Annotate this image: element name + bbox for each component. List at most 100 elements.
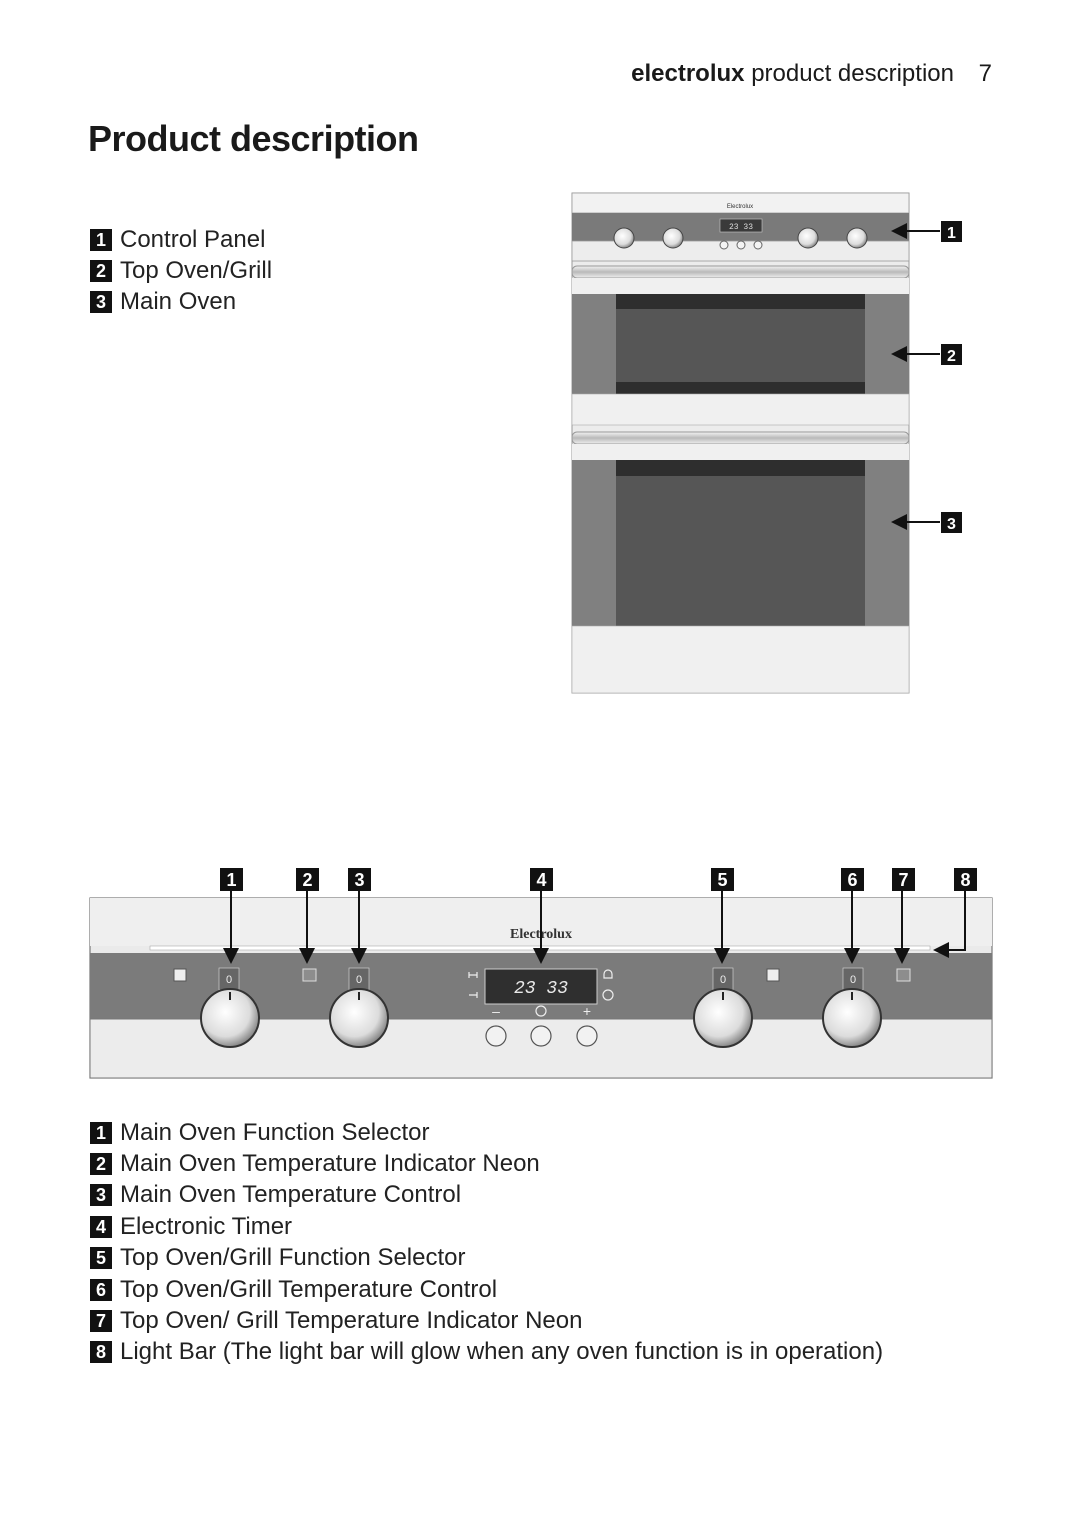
callout-badge xyxy=(941,221,962,242)
mini-button-icon xyxy=(719,240,729,250)
knob-zero-label: 0 xyxy=(720,974,726,986)
callout-number: 2 xyxy=(947,348,956,365)
legend-item: 7 Top Oven/ Grill Temperature Indicator N… xyxy=(90,1305,883,1336)
top-oven-kick xyxy=(571,393,910,426)
legend-item: 3 Main Oven Temperature Control xyxy=(90,1180,883,1211)
running-header: electrolux product description 7 xyxy=(631,60,992,88)
callout-number: 2 xyxy=(302,870,312,890)
clock-icon xyxy=(602,989,614,1001)
header-brand: electrolux xyxy=(631,60,745,87)
legend-label: Main Oven Temperature Control xyxy=(120,1181,462,1209)
bell-icon xyxy=(603,969,613,979)
grill-function-icon xyxy=(766,968,780,982)
timer-display xyxy=(484,968,598,1005)
legend-label: Top Oven/Grill xyxy=(120,257,273,285)
legend-item: 2 Main Oven Temperature Indicator Neon xyxy=(90,1148,883,1179)
main-oven-window-top xyxy=(616,460,865,476)
callout-badge xyxy=(941,512,962,533)
knob-zero-label: 0 xyxy=(850,974,856,986)
legend-label: Control Panel xyxy=(120,225,266,253)
main-oven-door-top xyxy=(572,444,909,460)
number-badge: 6 xyxy=(90,1278,112,1301)
main-oven-base xyxy=(571,625,910,694)
oven-parts-legend: 1 Control Panel 2 Top Oven/Grill 3 Main … xyxy=(90,224,272,318)
callout-number: 3 xyxy=(354,870,364,890)
top-oven-temperature-knob xyxy=(822,988,882,1048)
number-badge: 2 xyxy=(90,1153,112,1176)
number-badge: 3 xyxy=(90,1184,112,1207)
timer-minus-button xyxy=(485,1025,507,1047)
mini-timer-text: 23 33 xyxy=(729,223,753,232)
number-badge: 5 xyxy=(90,1247,112,1270)
callout-number: 4 xyxy=(536,870,546,890)
callout-arrow xyxy=(933,891,966,958)
callout-badge xyxy=(296,868,319,891)
callout-number: 1 xyxy=(947,225,956,242)
legend-label: Main Oven xyxy=(120,288,237,316)
legend-label: Top Oven/ Grill Temperature Indicator Ne… xyxy=(120,1307,583,1335)
top-oven-window-bottom xyxy=(616,382,865,394)
callout-badge xyxy=(220,868,243,891)
legend-label: Main Oven Function Selector xyxy=(120,1118,430,1146)
callout-badge xyxy=(348,868,371,891)
timer-plus-label: + xyxy=(583,1003,591,1019)
oven-logo: Electrolux xyxy=(727,204,753,210)
timer-minus-label: – xyxy=(492,1003,500,1019)
legend-item: 5 Top Oven/Grill Function Selector xyxy=(90,1243,883,1274)
thermometer-icon xyxy=(896,968,911,982)
mini-knob-icon xyxy=(797,227,819,249)
number-badge: 4 xyxy=(90,1215,112,1238)
panel-callouts: 1 2 3 4 5 6 7 8 xyxy=(220,868,977,891)
callout-number: 5 xyxy=(717,870,727,890)
oven-front-diagram: Electrolux 23 33 1 2 3 xyxy=(571,192,962,694)
header-section: product description xyxy=(751,60,954,87)
legend-label: Top Oven/Grill Temperature Control xyxy=(120,1275,498,1303)
legend-item: 1 Main Oven Function Selector xyxy=(90,1117,883,1148)
number-badge: 3 xyxy=(90,291,112,314)
legend-item: 2 Top Oven/Grill xyxy=(90,255,272,286)
mini-button-icon xyxy=(736,240,746,250)
callout-number: 3 xyxy=(947,516,956,533)
legend-label: Top Oven/Grill Function Selector xyxy=(120,1244,466,1272)
mini-knob-icon xyxy=(662,227,684,249)
callout-number: 8 xyxy=(960,870,970,890)
number-badge: 1 xyxy=(90,228,112,251)
main-oven-function-knob xyxy=(200,988,260,1048)
page-title: Product description xyxy=(88,118,419,159)
number-badge: 1 xyxy=(90,1121,112,1144)
legend-item: 6 Top Oven/Grill Temperature Control xyxy=(90,1274,883,1305)
legend-label: Electronic Timer xyxy=(120,1212,293,1240)
page-number: 7 xyxy=(978,60,992,87)
duration-icon xyxy=(468,972,478,978)
callout-badge xyxy=(954,868,977,891)
legend-label: Light Bar (The light bar will glow when … xyxy=(120,1338,884,1366)
timer-digits: 23 33 xyxy=(514,979,568,999)
end-time-icon xyxy=(469,992,478,998)
knob-zero-label: 0 xyxy=(356,974,362,986)
mini-button-icon xyxy=(753,240,763,250)
callout-badge xyxy=(530,868,553,891)
oven-function-icon xyxy=(173,968,187,982)
callout-number: 6 xyxy=(847,870,857,890)
top-oven-function-knob xyxy=(693,988,753,1048)
main-oven-temperature-knob xyxy=(329,988,389,1048)
mini-knob-icon xyxy=(846,227,868,249)
timer-mode-button xyxy=(530,1025,552,1047)
callout-number: 1 xyxy=(226,870,236,890)
top-oven-window xyxy=(616,309,865,382)
legend-item: 3 Main Oven xyxy=(90,287,272,318)
knob-zero-label: 0 xyxy=(226,974,232,986)
number-badge: 7 xyxy=(90,1310,112,1333)
legend-item: 4 Electronic Timer xyxy=(90,1211,883,1242)
callout-badge xyxy=(892,868,915,891)
number-badge: 2 xyxy=(90,260,112,283)
thermometer-icon xyxy=(302,968,317,982)
legend-item: 1 Control Panel xyxy=(90,224,272,255)
callout-badge xyxy=(711,868,734,891)
legend-label: Main Oven Temperature Indicator Neon xyxy=(120,1150,540,1178)
timer-plus-button xyxy=(576,1025,598,1047)
mini-timer-display xyxy=(719,218,763,233)
control-panel-diagram: 1 2 3 4 5 6 7 8 Electrolux 0 0 0 0 2 xyxy=(89,868,993,1079)
